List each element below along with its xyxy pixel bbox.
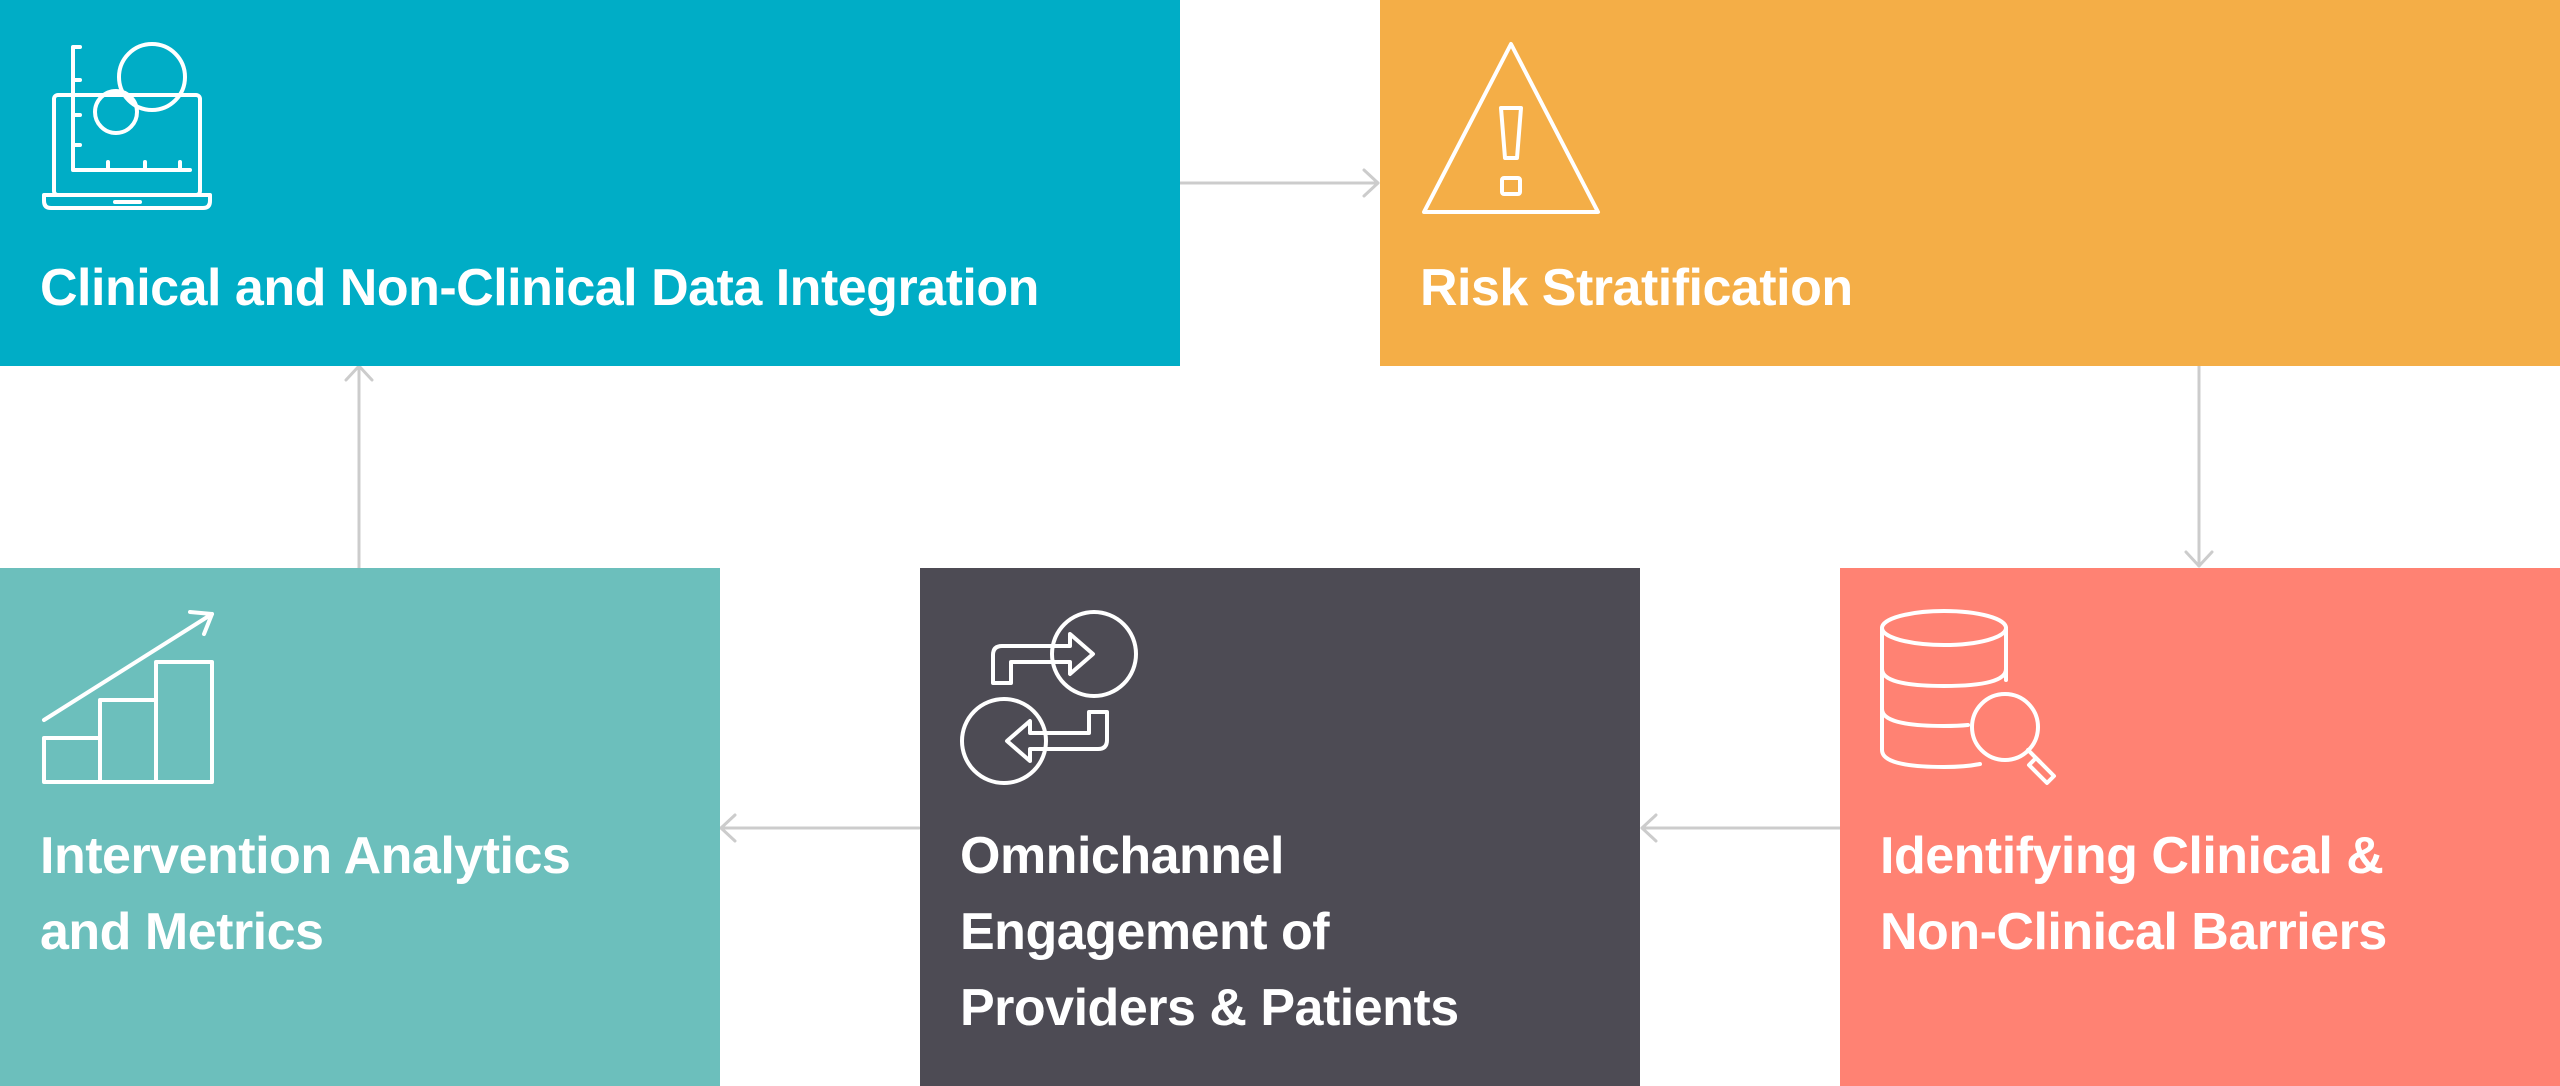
arrow-engagement-to-analytics bbox=[719, 813, 921, 843]
title-line: and Metrics bbox=[40, 903, 324, 961]
exchange-arrows-icon bbox=[960, 608, 1140, 788]
box-data-integration: Clinical and Non-Clinical Data Integrati… bbox=[0, 0, 1180, 366]
box-barriers-title: Identifying Clinical & Non-Clinical Barr… bbox=[1880, 818, 2387, 970]
box-risk-stratification-title: Risk Stratification bbox=[1420, 250, 1853, 326]
box-data-integration-title: Clinical and Non-Clinical Data Integrati… bbox=[40, 250, 1039, 326]
box-analytics-title: Intervention Analytics and Metrics bbox=[40, 818, 571, 970]
box-engagement: Omnichannel Engagement of Providers & Pa… bbox=[920, 568, 1640, 1086]
title-line: Engagement of bbox=[960, 903, 1330, 961]
arrow-risk-to-barriers bbox=[2184, 364, 2214, 568]
title-line: Non-Clinical Barriers bbox=[1880, 903, 2387, 961]
database-search-icon bbox=[1880, 608, 2060, 788]
arrow-barriers-to-engagement bbox=[1640, 813, 1842, 843]
box-risk-stratification: Risk Stratification bbox=[1380, 0, 2560, 366]
title-line: Identifying Clinical & bbox=[1880, 827, 2384, 885]
box-analytics: Intervention Analytics and Metrics bbox=[0, 568, 720, 1086]
laptop-chart-icon bbox=[40, 40, 220, 215]
box-engagement-title: Omnichannel Engagement of Providers & Pa… bbox=[960, 818, 1459, 1046]
title-line: Clinical and Non-Clinical Data Integrati… bbox=[40, 259, 1039, 317]
title-line: Omnichannel bbox=[960, 827, 1284, 885]
arrow-analytics-to-integration bbox=[344, 364, 374, 570]
title-line: Providers & Patients bbox=[960, 979, 1459, 1037]
title-line: Risk Stratification bbox=[1420, 259, 1853, 317]
title-line: Intervention Analytics bbox=[40, 827, 571, 885]
growth-chart-icon bbox=[40, 608, 220, 788]
warning-icon bbox=[1420, 40, 1602, 218]
box-barriers: Identifying Clinical & Non-Clinical Barr… bbox=[1840, 568, 2560, 1086]
arrow-integration-to-risk bbox=[1178, 168, 1380, 198]
